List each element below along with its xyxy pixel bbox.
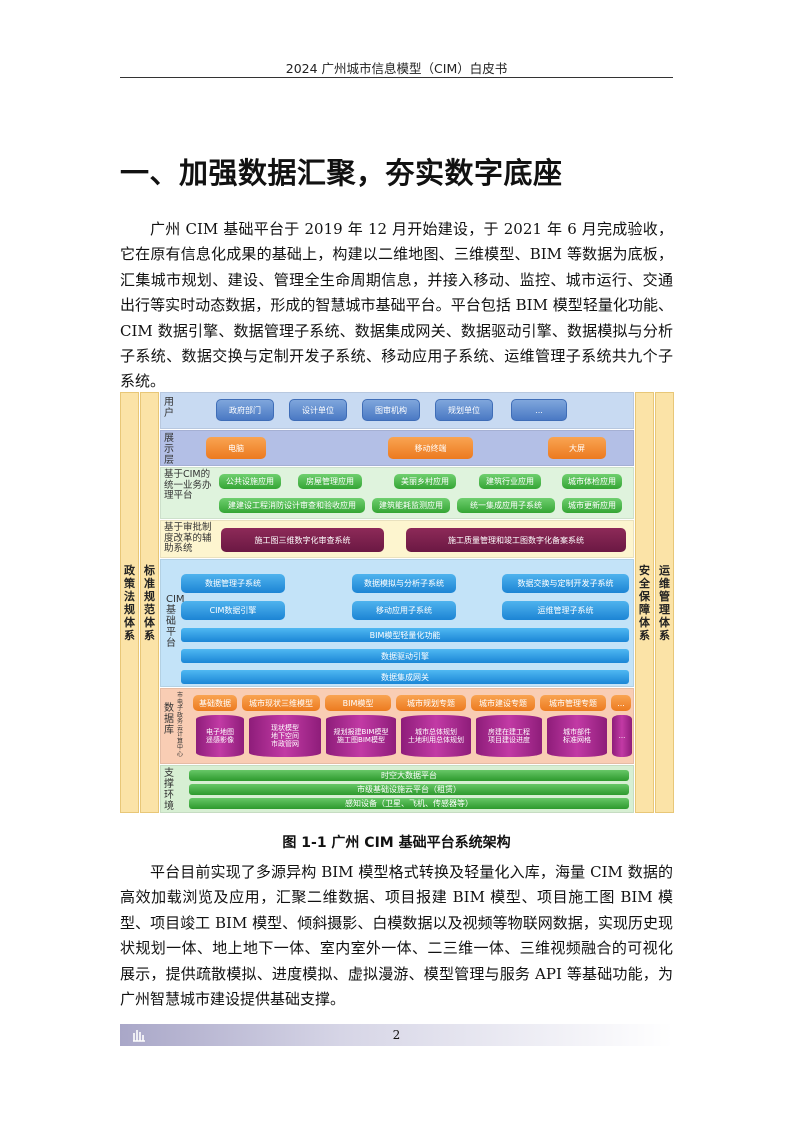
display-pc: 电脑	[206, 437, 266, 459]
office-housing: 房屋管理应用	[298, 474, 362, 489]
section-title: 一、加强数据汇聚，夯实数字底座	[120, 156, 563, 190]
cim-bar-gateway: 数据集成网关	[181, 670, 629, 684]
db-head-base: 基础数据	[193, 695, 237, 711]
band-label-cim: CIM基础平台	[166, 594, 185, 649]
band-approval: 基于审批制度改革的辅助系统 施工图三维数字化审查系统 施工质量管理和竣工图数字化…	[160, 520, 634, 558]
band-label-approval: 基于审批制度改革的辅助系统	[164, 522, 212, 554]
footer-logo-icon	[131, 1027, 147, 1043]
support-bar-spatial: 时空大数据平台	[189, 770, 629, 781]
cim-bar-driver: 数据驱动引擎	[181, 649, 629, 663]
db-head-3d: 城市现状三维模型	[242, 695, 320, 711]
db-cyl-management: 城市部件 标准网格	[547, 715, 607, 757]
band-cim: CIM基础平台 数据管理子系统 数据模拟与分析子系统 数据交换与定制开发子系统 …	[160, 559, 634, 687]
band-support: 支撑环境 时空大数据平台 市级基础设施云平台（租赁） 感知设备（卫星、飞机、传感…	[160, 765, 634, 813]
db-cyl-planning: 城市总体规划 土地利用总体规划	[401, 715, 471, 757]
figure-caption: 图 1-1 广州 CIM 基础平台系统架构	[282, 835, 511, 851]
user-review: 图审机构	[362, 399, 420, 421]
office-renewal: 城市更新应用	[562, 498, 622, 513]
side-label-ops: 运维管理体系	[659, 563, 670, 642]
band-label-users: 用户	[164, 397, 174, 419]
side-column-ops: 运维管理体系	[655, 392, 674, 813]
band-sublabel-database: 市电子政务云计算中心	[177, 692, 184, 758]
band-database: 数据库 市电子政务云计算中心 基础数据 城市现状三维模型 BIM模型 城市规划专…	[160, 688, 634, 764]
side-column-standard: 标准规范体系	[140, 392, 159, 813]
db-head-construction: 城市建设专题	[471, 695, 535, 711]
db-cyl-more: ...	[612, 715, 632, 757]
db-cyl-3d: 现状模型 地下空间 市政管网	[249, 715, 321, 757]
band-display: 展示层 电脑 移动终端 大屏	[160, 430, 634, 466]
band-office: 基于CIM的统一业务办理平台 公共设施应用 房屋管理应用 美丽乡村应用 建筑行业…	[160, 467, 634, 519]
band-label-office: 基于CIM的统一业务办理平台	[164, 469, 212, 501]
db-head-management: 城市管理专题	[540, 695, 606, 711]
architecture-diagram: 政策法规体系 标准规范体系 安全保障体系 运维管理体系 用户 政府部门 设计单位…	[120, 392, 674, 813]
footer-band	[120, 1024, 673, 1046]
user-more: ...	[511, 399, 567, 421]
db-head-more: ...	[611, 695, 631, 711]
band-users: 用户 政府部门 设计单位 图审机构 规划单位 ...	[160, 392, 634, 429]
display-mobile: 移动终端	[388, 437, 473, 459]
display-screen: 大屏	[548, 437, 606, 459]
side-column-security: 安全保障体系	[635, 392, 654, 813]
support-bar-sensors: 感知设备（卫星、飞机、传感器等）	[189, 798, 629, 809]
side-column-policy: 政策法规体系	[120, 392, 139, 813]
cim-mobile: 移动应用子系统	[352, 601, 456, 620]
db-head-planning: 城市规划专题	[396, 695, 466, 711]
office-fire: 建建设工程消防设计审查和验收应用	[219, 498, 365, 513]
user-gov: 政府部门	[216, 399, 274, 421]
paragraph-intro: 广州 CIM 基础平台于 2019 年 12 月开始建设，于 2021 年 6 …	[120, 220, 673, 391]
office-public: 公共设施应用	[219, 474, 281, 489]
cim-data-mgmt: 数据管理子系统	[181, 574, 285, 593]
cim-ops: 运维管理子系统	[502, 601, 629, 620]
support-bar-cloud: 市级基础设施云平台（租赁）	[189, 784, 629, 795]
cim-exchange: 数据交换与定制开发子系统	[502, 574, 629, 593]
user-design: 设计单位	[289, 399, 347, 421]
approval-quality: 施工质量管理和竣工图数字化备案系统	[406, 528, 626, 552]
cim-engine: CIM数据引擎	[181, 601, 285, 620]
cim-simulation: 数据模拟与分析子系统	[352, 574, 456, 593]
band-label-database: 数据库	[164, 703, 174, 736]
db-cyl-bim: 规划报建BIM模型 施工图BIM模型	[326, 715, 396, 757]
side-label-security: 安全保障体系	[639, 563, 650, 642]
db-cyl-base: 电子地图 遥感影像	[196, 715, 244, 757]
user-planning: 规划单位	[435, 399, 493, 421]
db-cyl-construction: 房建在建工程 项目建设进度	[476, 715, 542, 757]
side-label-standard: 标准规范体系	[144, 563, 155, 642]
cim-bar-bim: BIM模型轻量化功能	[181, 628, 629, 642]
approval-3d-review: 施工图三维数字化审查系统	[221, 528, 384, 552]
side-label-policy: 政策法规体系	[124, 563, 135, 642]
office-integrate: 统一集成应用子系统	[457, 498, 555, 513]
paragraph-capabilities: 平台目前实现了多源异构 BIM 模型格式转换及轻量化入库，海量 CIM 数据的高…	[120, 863, 673, 1009]
band-label-support: 支撑环境	[164, 768, 174, 812]
office-rural: 美丽乡村应用	[394, 474, 456, 489]
office-checkup: 城市体检应用	[562, 474, 622, 489]
band-label-display: 展示层	[164, 433, 174, 466]
header-rule	[120, 77, 673, 78]
page-number: 2	[392, 1028, 401, 1042]
db-head-bim: BIM模型	[325, 695, 391, 711]
office-energy: 建筑能耗监测应用	[372, 498, 450, 513]
office-building: 建筑行业应用	[479, 474, 541, 489]
page-header: 2024 广州城市信息模型（CIM）白皮书	[285, 61, 508, 76]
